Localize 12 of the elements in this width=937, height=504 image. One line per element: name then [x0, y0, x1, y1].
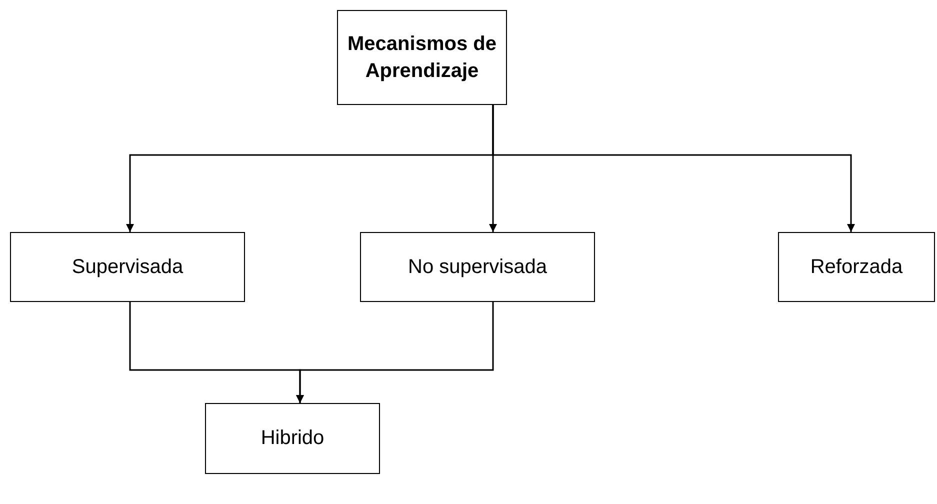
node-label: No supervisada [408, 256, 547, 278]
category-box [205, 403, 380, 474]
category-box [778, 232, 935, 302]
title-box [337, 10, 507, 105]
node-label: Hibrido [260, 427, 324, 450]
node-label: Supervisada [72, 256, 184, 278]
node-label: Reforzada [810, 256, 903, 278]
connector-arrow [492, 105, 855, 232]
node-label: Mecanismos de Aprendizaje [346, 32, 498, 84]
connector-arrow [296, 302, 494, 403]
category-box [10, 232, 245, 302]
category-box [360, 232, 595, 302]
